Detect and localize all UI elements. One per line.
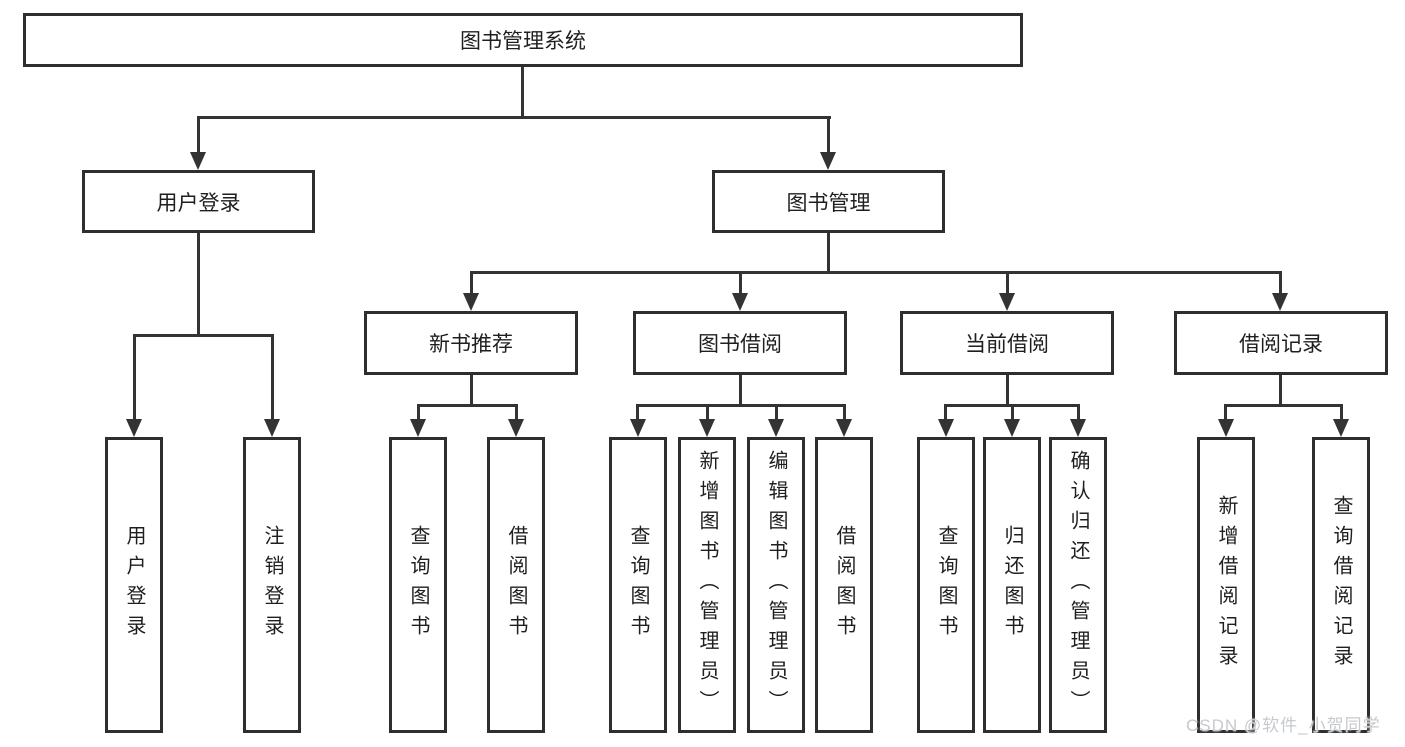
leaf-records-add-record-label: 新增借阅记录 [1215, 495, 1237, 675]
leaf-logout: 注销登录 [243, 437, 301, 733]
connector-recommend-borrow-drop [515, 406, 518, 421]
connector-recommend-query-drop [417, 406, 420, 421]
arrowhead-borrow-query [630, 419, 646, 437]
connector-records-branch [1224, 404, 1343, 407]
leaf-user-login: 用户登录 [105, 437, 163, 733]
connector-current-branch [944, 404, 1080, 407]
connector-borrow-query-drop [636, 406, 639, 421]
node-current-borrow-label: 当前借阅 [965, 333, 1049, 356]
connector-borrow-add-drop [706, 406, 709, 421]
arrowhead-borrow-edit [768, 419, 784, 437]
node-root: 图书管理系统 [23, 13, 1023, 67]
connector-user-login-stem [197, 233, 200, 336]
connector-records-add-drop [1224, 406, 1227, 421]
leaf-records-add-record: 新增借阅记录 [1197, 437, 1255, 733]
leaf-borrow-query-book-label: 查询图书 [627, 525, 649, 645]
arrowhead-borrow-add [699, 419, 715, 437]
leaf-borrow-lend-book: 借阅图书 [815, 437, 873, 733]
leaf-current-confirm-return: 确认归还（管理员） [1049, 437, 1107, 733]
connector-leaf-user-login-drop [133, 336, 136, 421]
connector-records-stem [1279, 375, 1282, 406]
leaf-user-login-label: 用户登录 [123, 525, 145, 645]
node-borrow-records-label: 借阅记录 [1239, 333, 1323, 356]
leaf-borrow-edit-book: 编辑图书（管理员） [747, 437, 805, 733]
leaf-recommend-query-book-label: 查询图书 [407, 525, 429, 645]
leaf-recommend-borrow-book: 借阅图书 [487, 437, 545, 733]
arrowhead-book-borrow [732, 293, 748, 311]
arrowhead-leaf-logout [264, 419, 280, 437]
arrowhead-book-management [820, 152, 836, 170]
node-user-login-label: 用户登录 [156, 191, 241, 215]
node-new-book-recommend-label: 新书推荐 [429, 333, 513, 356]
connector-records-query-drop [1340, 406, 1343, 421]
connector-current-query-drop [944, 406, 947, 421]
arrowhead-user-login [190, 152, 206, 170]
arrowhead-records-add [1218, 419, 1234, 437]
arrowhead-current-borrow [999, 293, 1015, 311]
arrowhead-recommend-borrow [508, 419, 524, 437]
arrowhead-borrow-lend [836, 419, 852, 437]
arrowhead-recommend-query [410, 419, 426, 437]
connector-recommend-stem [470, 375, 473, 406]
node-book-borrow-label: 图书借阅 [698, 333, 782, 356]
leaf-current-query-book-label: 查询图书 [935, 525, 957, 645]
arrowhead-records-query [1333, 419, 1349, 437]
arrowhead-borrow-records [1272, 293, 1288, 311]
leaf-borrow-add-book: 新增图书（管理员） [678, 437, 736, 733]
connector-borrow-branch [636, 404, 846, 407]
connector-book-management-drop [827, 118, 830, 154]
csdn-watermark: CSDN @软件_小贺同学 [1186, 716, 1381, 735]
leaf-records-query-record-label: 查询借阅记录 [1330, 495, 1352, 675]
node-book-management-label: 图书管理 [786, 191, 871, 215]
node-borrow-records: 借阅记录 [1174, 311, 1388, 375]
leaf-records-query-record: 查询借阅记录 [1312, 437, 1370, 733]
connector-user-login-branch [133, 334, 274, 337]
connector-level3-branch [470, 271, 1282, 274]
node-root-label: 图书管理系统 [460, 30, 586, 53]
leaf-current-return-book: 归还图书 [983, 437, 1041, 733]
arrowhead-current-return [1004, 419, 1020, 437]
arrowhead-current-confirm [1070, 419, 1086, 437]
leaf-borrow-query-book: 查询图书 [609, 437, 667, 733]
leaf-borrow-add-book-label: 新增图书（管理员） [696, 450, 718, 720]
node-book-management: 图书管理 [712, 170, 945, 233]
connector-user-login-drop [197, 118, 200, 154]
arrowhead-leaf-user-login [126, 419, 142, 437]
connector-borrow-lend-drop [843, 406, 846, 421]
connector-borrow-edit-drop [775, 406, 778, 421]
connector-borrow-stem [739, 375, 742, 406]
node-user-login: 用户登录 [82, 170, 315, 233]
leaf-recommend-query-book: 查询图书 [389, 437, 447, 733]
connector-book-management-stem [827, 233, 830, 274]
connector-root-stem [521, 67, 524, 118]
connector-borrow-records-drop [1279, 273, 1282, 295]
connector-current-return-drop [1011, 406, 1014, 421]
connector-book-borrow-drop [739, 273, 742, 295]
leaf-logout-label: 注销登录 [261, 525, 283, 645]
connector-root-branch [197, 116, 831, 119]
connector-recommend-branch [417, 404, 518, 407]
connector-leaf-logout-drop [271, 336, 274, 421]
arrowhead-new-book-recommend [463, 293, 479, 311]
node-new-book-recommend: 新书推荐 [364, 311, 578, 375]
connector-current-confirm-drop [1077, 406, 1080, 421]
leaf-recommend-borrow-book-label: 借阅图书 [505, 525, 527, 645]
leaf-current-query-book: 查询图书 [917, 437, 975, 733]
leaf-borrow-lend-book-label: 借阅图书 [833, 525, 855, 645]
leaf-current-return-book-label: 归还图书 [1001, 525, 1023, 645]
arrowhead-current-query [938, 419, 954, 437]
node-book-borrow: 图书借阅 [633, 311, 847, 375]
node-current-borrow: 当前借阅 [900, 311, 1114, 375]
connector-current-borrow-drop [1006, 273, 1009, 295]
connector-current-stem [1006, 375, 1009, 406]
connector-new-book-recommend-drop [470, 273, 473, 295]
leaf-current-confirm-return-label: 确认归还（管理员） [1067, 450, 1089, 720]
leaf-borrow-edit-book-label: 编辑图书（管理员） [765, 450, 787, 720]
